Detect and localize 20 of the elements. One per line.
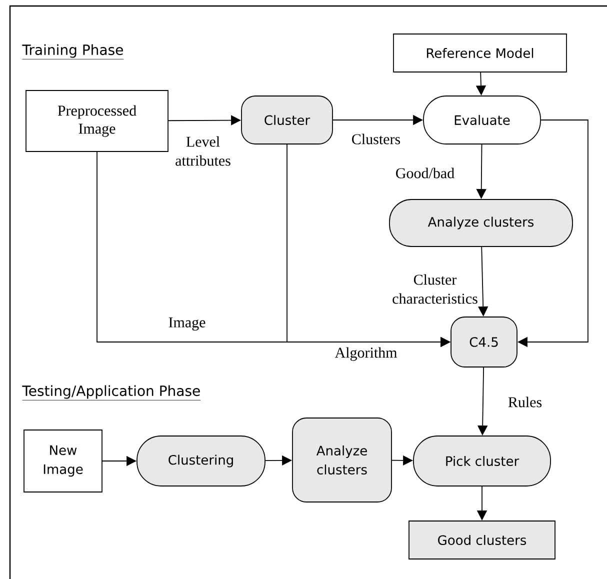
- process-box: Analyze clusters: [292, 418, 392, 502]
- edge-label: Good/bad: [396, 168, 454, 178]
- process-box: Analyze clusters: [389, 199, 573, 247]
- edge-label: Clusters: [352, 134, 400, 144]
- process-box: Pick cluster: [413, 436, 551, 486]
- input-box: New Image: [24, 430, 102, 492]
- process-box: Evaluate: [423, 96, 541, 144]
- edge-label: Level attributes: [176, 136, 230, 166]
- edge-label: Rules: [508, 396, 542, 408]
- section-heading: Training Phase: [22, 44, 124, 60]
- edge-label: Algorithm: [334, 347, 398, 361]
- edge-label: Image: [168, 317, 206, 331]
- input-box: Reference Model: [393, 34, 567, 72]
- section-heading: Testing/Application Phase: [22, 385, 201, 400]
- process-box: Preprocessed Image: [26, 90, 168, 152]
- output-box: Good clusters: [408, 520, 556, 560]
- process-box: C4.5: [450, 316, 518, 368]
- edge-label: Cluster characteristics: [392, 274, 478, 304]
- process-box: Cluster: [241, 96, 333, 144]
- process-box: Clustering: [136, 436, 266, 486]
